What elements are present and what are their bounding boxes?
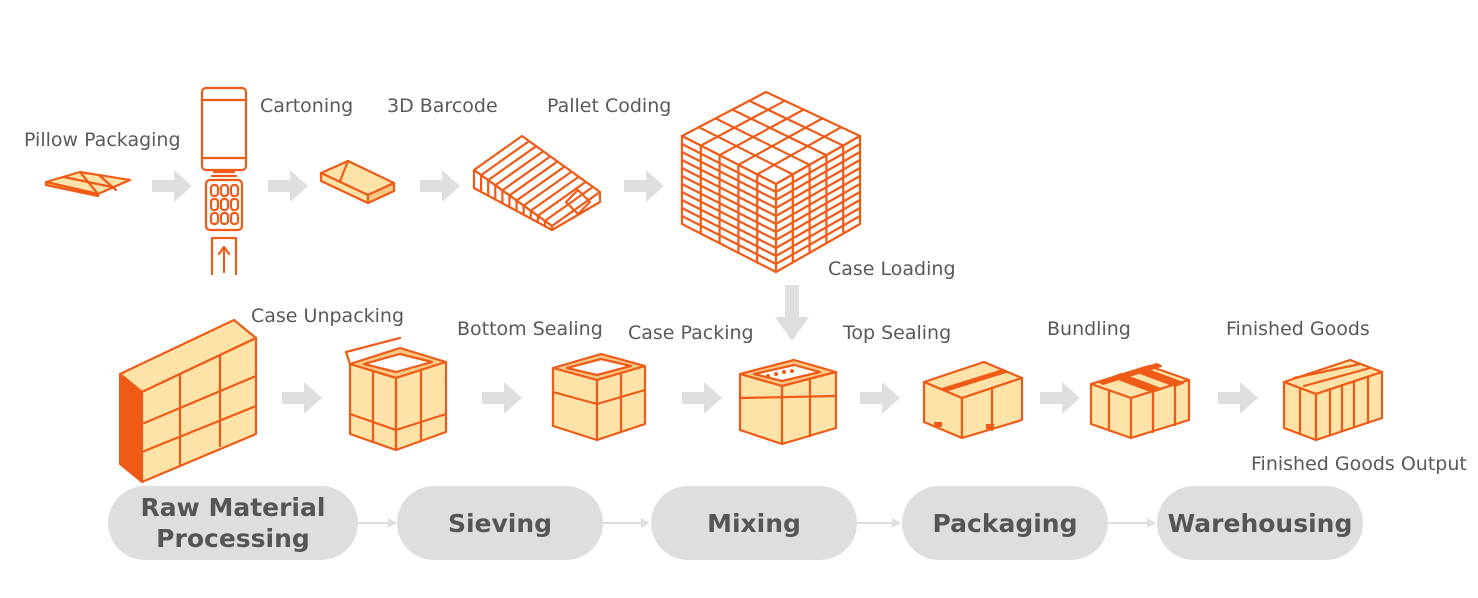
label-bundling: Bundling	[1047, 318, 1131, 340]
flow-arrow-icon	[482, 382, 522, 414]
label-bottom-sealing: Bottom Sealing	[457, 318, 603, 340]
stage-mixing: Mixing	[651, 486, 857, 560]
packed-case-icon	[738, 358, 838, 446]
stage-label: Sieving	[447, 508, 553, 538]
stage-connector-icon	[1108, 518, 1156, 528]
label-cartoning: Cartoning	[260, 95, 354, 117]
sealed-case-icon	[922, 360, 1024, 440]
stage-warehousing: Warehousing	[1157, 486, 1363, 560]
stage-sieving: Sieving	[397, 486, 603, 560]
label-case-loading: Case Loading	[828, 258, 956, 280]
carton-bundle-icon	[472, 134, 602, 232]
label-finished-goods-output: Finished Goods Output	[1251, 453, 1467, 475]
stage-packaging: Packaging	[902, 486, 1108, 560]
flow-arrow-icon	[152, 170, 192, 202]
stage-label: Mixing	[707, 508, 801, 538]
stage-label-line1: Raw Material	[140, 493, 326, 522]
open-case-2-icon	[551, 352, 647, 442]
flow-arrow-icon	[682, 382, 722, 414]
stage-label: Warehousing	[1167, 508, 1353, 538]
flow-arrow-icon	[420, 170, 460, 202]
label-pillow-packaging: Pillow Packaging	[24, 129, 181, 151]
finished-goods-icon	[1282, 358, 1384, 442]
flow-arrow-icon	[624, 170, 664, 202]
flat-case-icon	[118, 318, 258, 484]
carton-icon	[319, 159, 396, 205]
label-finished-goods: Finished Goods	[1226, 318, 1370, 340]
flow-arrow-icon	[860, 382, 900, 414]
stage-connector-icon	[358, 518, 397, 528]
label-3d-barcode: 3D Barcode	[387, 95, 498, 117]
stage-connector-icon	[603, 518, 650, 528]
carton-stack-icon	[680, 90, 862, 274]
label-case-unpacking: Case Unpacking	[251, 305, 405, 327]
label-top-sealing: Top Sealing	[843, 322, 952, 344]
pillow-pack-icon	[44, 170, 132, 198]
flow-arrow-icon	[1040, 382, 1080, 414]
flow-arrow-icon	[1218, 382, 1258, 414]
down-arrow-icon	[775, 285, 809, 341]
cartoning-machine-icon	[200, 86, 248, 276]
stage-label-line2: Processing	[156, 524, 310, 553]
label-case-packing: Case Packing	[628, 322, 754, 344]
flow-arrow-icon	[282, 382, 322, 414]
open-case-icon	[344, 336, 448, 452]
flow-arrow-icon	[268, 170, 308, 202]
bundled-case-icon	[1089, 363, 1191, 440]
stage-connector-icon	[857, 518, 901, 528]
label-pallet-coding: Pallet Coding	[547, 95, 672, 117]
stage-label: Packaging	[932, 508, 1078, 538]
